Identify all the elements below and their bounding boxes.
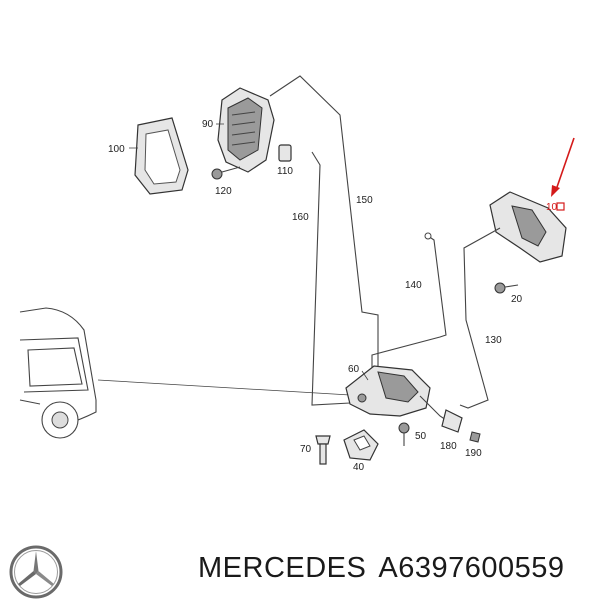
part-180-connector [419,395,463,433]
vehicle-leader-line [97,379,351,396]
callout-120: 120 [215,186,232,197]
part-10-marker [556,202,565,211]
callout-90: 90 [202,119,214,130]
vehicle-outline [19,307,97,439]
rod-160 [311,151,351,406]
callout-60: 60 [348,364,360,375]
part-90-inner-handle [217,87,275,173]
callout-160: 160 [292,212,309,223]
callout-140: 140 [405,280,422,291]
part-number: A6397600559 [378,552,565,584]
part-190-clip [469,431,481,443]
callout-110: 110 [277,166,293,177]
footer: MERCEDES A6397600559 [0,540,600,600]
rod-140 [371,235,447,372]
callout-190: 190 [465,448,482,459]
part-70-bolt [315,435,331,465]
callout-20: 20 [511,294,523,305]
callout-150: 150 [356,195,373,206]
callout-180: 180 [440,441,457,452]
callout-70: 70 [300,444,312,455]
product-title: MERCEDES A6397600559 [198,552,577,585]
rod-130 [459,227,501,409]
red-arrow-icon [551,137,575,197]
part-120-screw [211,166,241,180]
mercedes-star-logo [9,545,63,599]
brand-name: MERCEDES [198,552,367,584]
callout-50: 50 [415,431,427,442]
callout-130: 130 [485,335,502,346]
part-110-clip [278,144,292,162]
part-20-screw [494,282,519,294]
part-10-outer-handle [489,191,567,263]
rod-150 [269,75,379,385]
part-40-striker [343,429,379,461]
callout-100: 100 [108,144,125,155]
part-100-frame [134,117,189,195]
callout-10: 10 [546,202,558,213]
part-50-screw [398,422,410,446]
callout-40: 40 [353,462,365,473]
